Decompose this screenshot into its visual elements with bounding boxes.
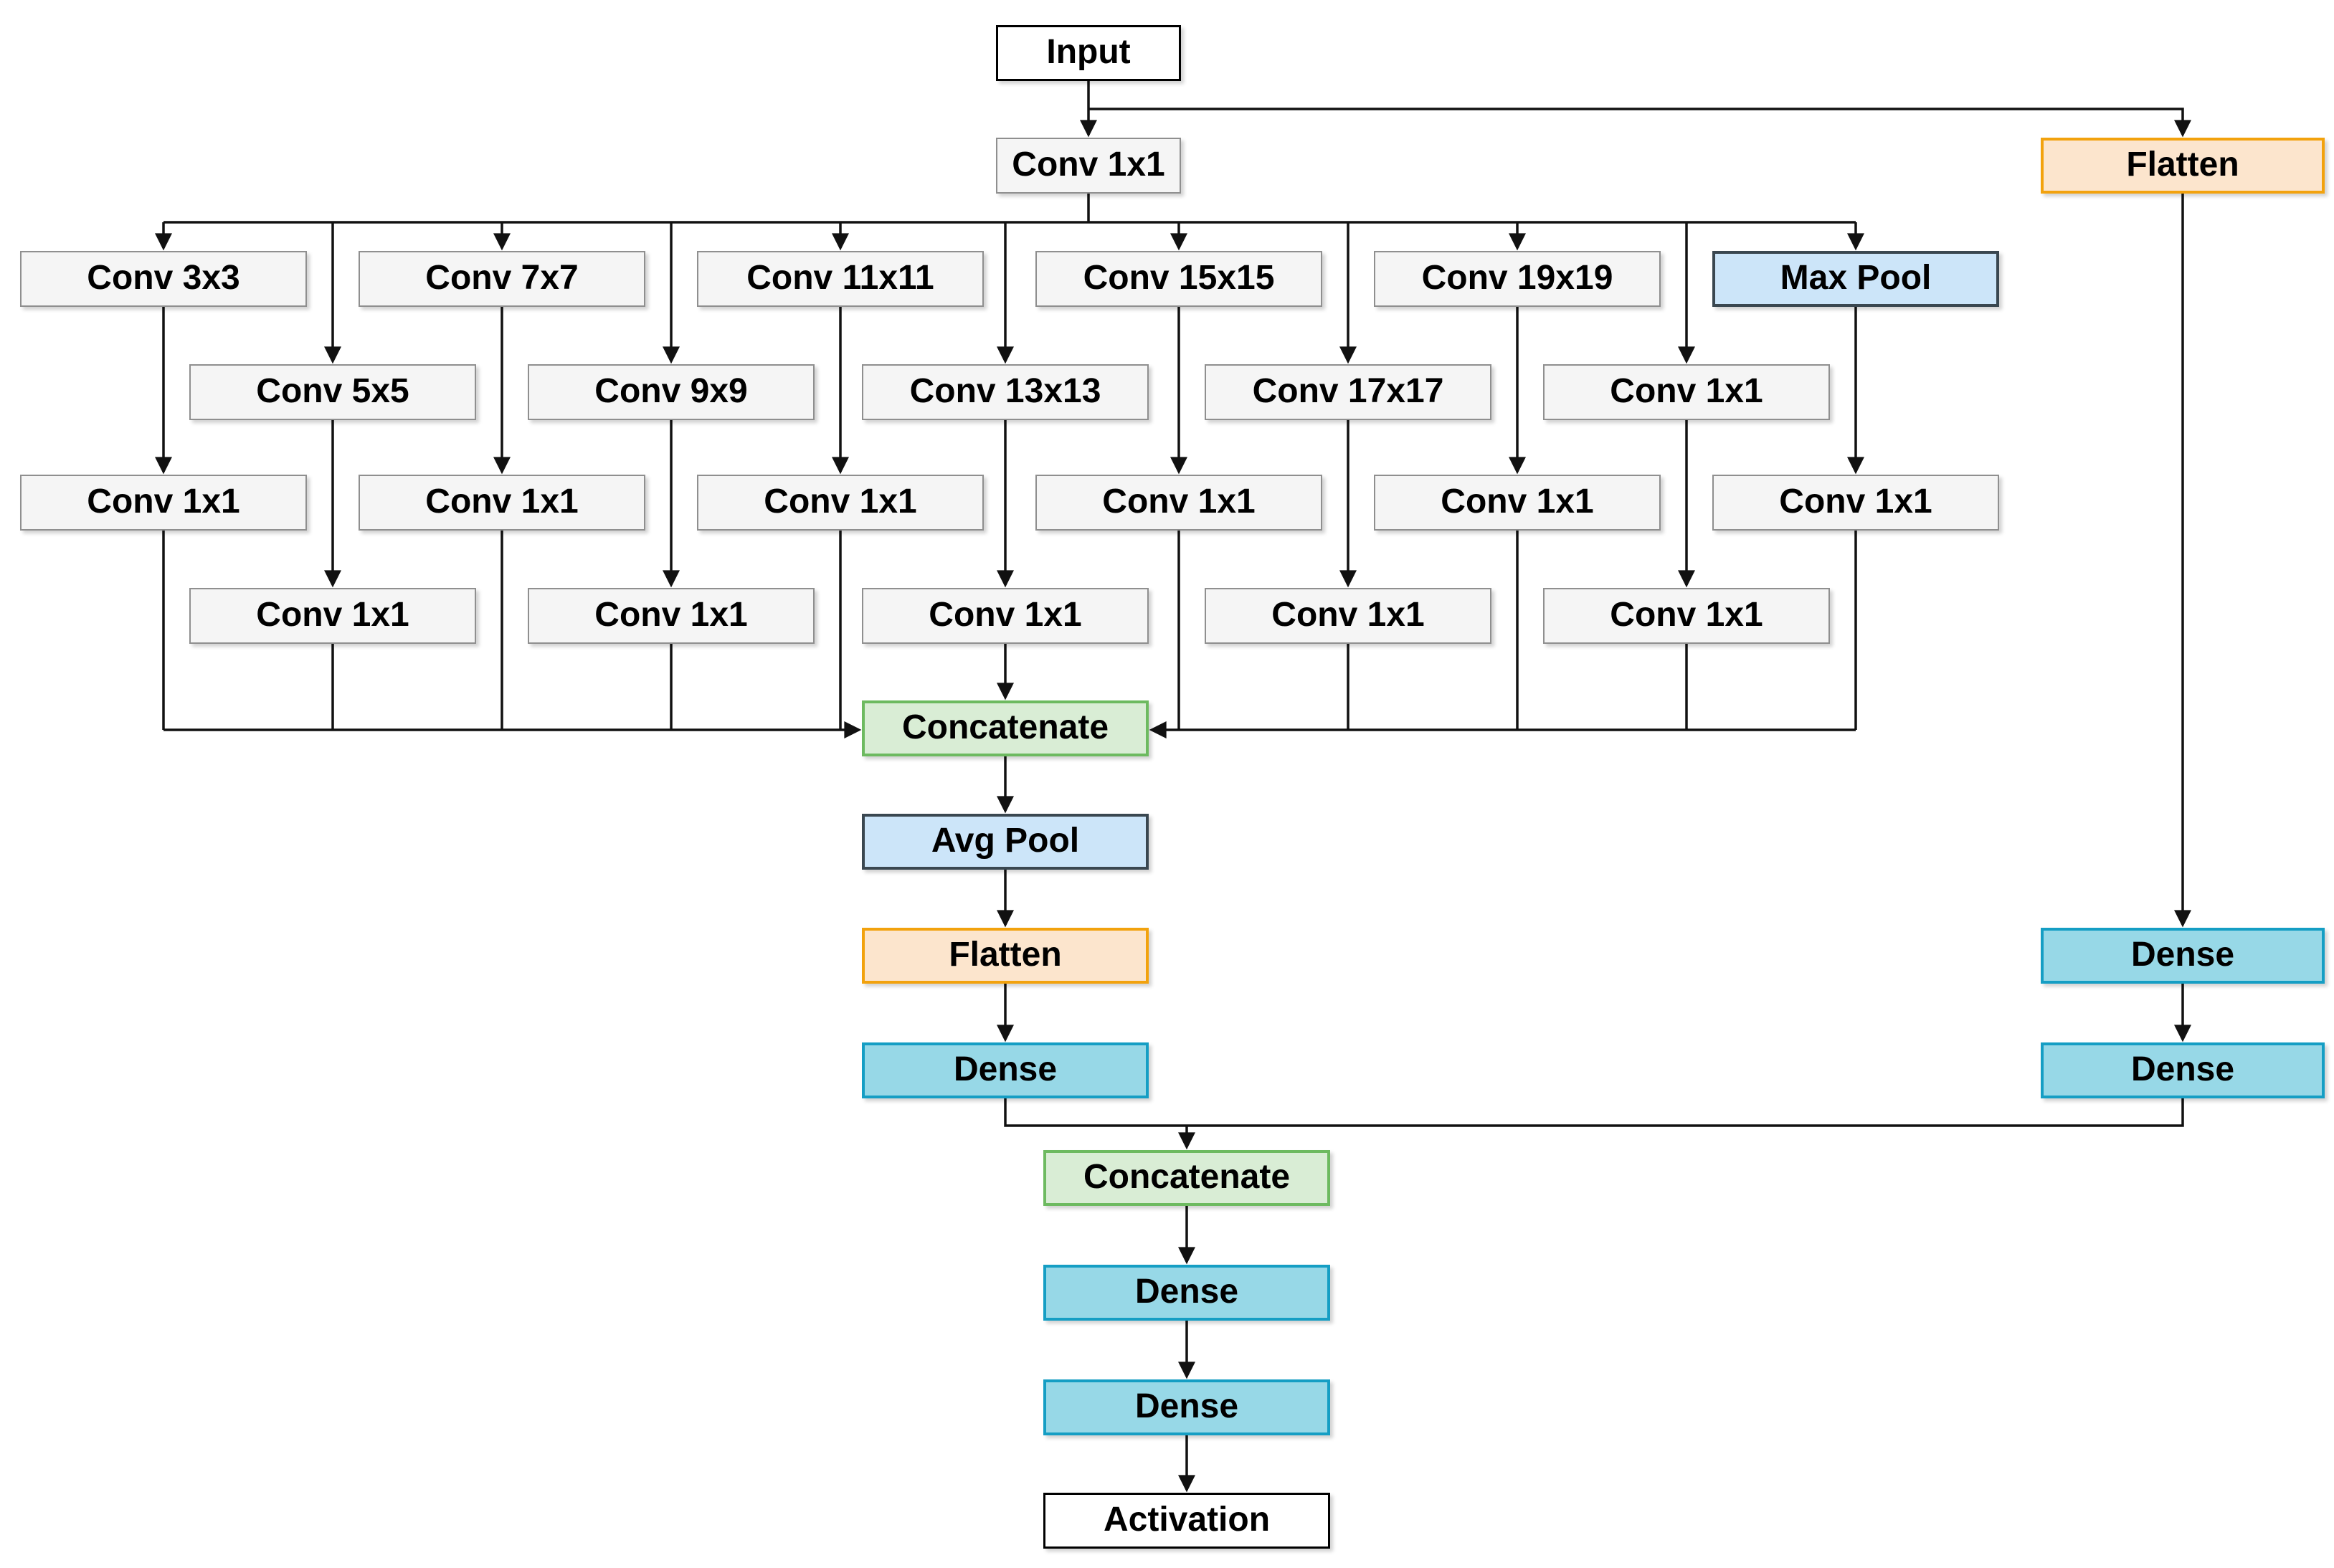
node-dense-right-2: Dense [2041, 1042, 2325, 1098]
node-conv5x5: Conv 5x5 [189, 364, 476, 420]
node-label-conv1x1-r3c1: Conv 1x1 [87, 483, 240, 521]
node-label-conv19x19: Conv 19x19 [1421, 259, 1613, 297]
node-label-conv1x1-r3c6: Conv 1x1 [1779, 483, 1932, 521]
node-conv1x1-r3c5: Conv 1x1 [1374, 475, 1661, 531]
node-dense-b2: Dense [1043, 1379, 1330, 1435]
node-label-conv15x15: Conv 15x15 [1083, 259, 1275, 297]
node-concat-2: Concatenate [1043, 1150, 1330, 1206]
node-flatten-mid: Flatten [862, 928, 1149, 984]
node-label-conv1x1-r4c4: Conv 1x1 [1271, 596, 1425, 634]
node-label-conv17x17: Conv 17x17 [1252, 372, 1444, 410]
node-label-maxpool: Max Pool [1780, 259, 1932, 297]
node-dense-mid: Dense [862, 1042, 1149, 1098]
node-flatten-right: Flatten [2041, 138, 2325, 194]
node-conv1x1-r2c5: Conv 1x1 [1543, 364, 1830, 420]
node-label-input: Input [1046, 33, 1131, 71]
node-label-conv7x7: Conv 7x7 [425, 259, 579, 297]
node-label-dense-right-1: Dense [2130, 936, 2235, 974]
node-conv1x1-r3c1: Conv 1x1 [20, 475, 307, 531]
node-input: Input [996, 25, 1181, 81]
node-conv9x9: Conv 9x9 [528, 364, 815, 420]
node-conv13x13: Conv 13x13 [862, 364, 1149, 420]
node-conv19x19: Conv 19x19 [1374, 251, 1661, 307]
node-label-activation: Activation [1103, 1501, 1271, 1539]
node-label-conv1x1-r3c4: Conv 1x1 [1102, 483, 1256, 521]
node-conv1x1-r4c4: Conv 1x1 [1205, 588, 1491, 644]
node-label-conv1x1-r3c3: Conv 1x1 [764, 483, 917, 521]
node-label-flatten-right: Flatten [2126, 146, 2239, 184]
node-label-avgpool: Avg Pool [931, 822, 1080, 860]
edge-connector-44 [1004, 1098, 1187, 1127]
node-label-conv1x1-r3c5: Conv 1x1 [1441, 483, 1594, 521]
node-activation: Activation [1043, 1493, 1330, 1549]
node-dense-b1: Dense [1043, 1265, 1330, 1321]
node-conv11x11: Conv 11x11 [697, 251, 984, 307]
edge-connector-45 [1187, 1098, 2184, 1127]
node-label-conv13x13: Conv 13x13 [909, 372, 1101, 410]
node-conv1x1-r3c6: Conv 1x1 [1712, 475, 1999, 531]
node-label-conv1x1-r4c5: Conv 1x1 [1610, 596, 1763, 634]
node-label-conv1x1-r4c1: Conv 1x1 [256, 596, 409, 634]
node-label-conv1x1-r2c5: Conv 1x1 [1610, 372, 1763, 410]
node-label-flatten-mid: Flatten [949, 936, 1062, 974]
node-maxpool: Max Pool [1712, 251, 1999, 307]
node-label-dense-b2: Dense [1134, 1387, 1239, 1425]
node-label-conv1x1-r4c2: Conv 1x1 [594, 596, 748, 634]
node-conv7x7: Conv 7x7 [359, 251, 645, 307]
node-label-concat-1: Concatenate [901, 708, 1109, 746]
node-label-conv1x1-r3c2: Conv 1x1 [425, 483, 579, 521]
node-label-conv11x11: Conv 11x11 [746, 259, 934, 297]
node-conv1x1-r3c2: Conv 1x1 [359, 475, 645, 531]
node-avgpool: Avg Pool [862, 814, 1149, 870]
node-label-conv5x5: Conv 5x5 [256, 372, 409, 410]
node-label-dense-b1: Dense [1134, 1273, 1239, 1311]
node-label-conv1x1-r4c3: Conv 1x1 [929, 596, 1082, 634]
node-conv15x15: Conv 15x15 [1035, 251, 1322, 307]
node-conv1x1-r4c3: Conv 1x1 [862, 588, 1149, 644]
node-conv1x1-r4c5: Conv 1x1 [1543, 588, 1830, 644]
node-label-concat-2: Concatenate [1083, 1158, 1291, 1196]
node-label-dense-right-2: Dense [2130, 1050, 2235, 1088]
node-dense-right-1: Dense [2041, 928, 2325, 984]
node-label-dense-mid: Dense [953, 1050, 1058, 1088]
node-conv1x1-r4c2: Conv 1x1 [528, 588, 815, 644]
node-label-conv3x3: Conv 3x3 [87, 259, 240, 297]
node-label-conv1x1-stem: Conv 1x1 [1012, 146, 1165, 184]
node-conv1x1-r3c4: Conv 1x1 [1035, 475, 1322, 531]
edge-connector-1 [1088, 108, 2191, 138]
node-label-conv9x9: Conv 9x9 [594, 372, 748, 410]
node-conv1x1-stem: Conv 1x1 [996, 138, 1181, 194]
node-concat-1: Concatenate [862, 700, 1149, 756]
node-conv1x1-r4c1: Conv 1x1 [189, 588, 476, 644]
node-conv1x1-r3c3: Conv 1x1 [697, 475, 984, 531]
node-conv3x3: Conv 3x3 [20, 251, 307, 307]
node-conv17x17: Conv 17x17 [1205, 364, 1491, 420]
